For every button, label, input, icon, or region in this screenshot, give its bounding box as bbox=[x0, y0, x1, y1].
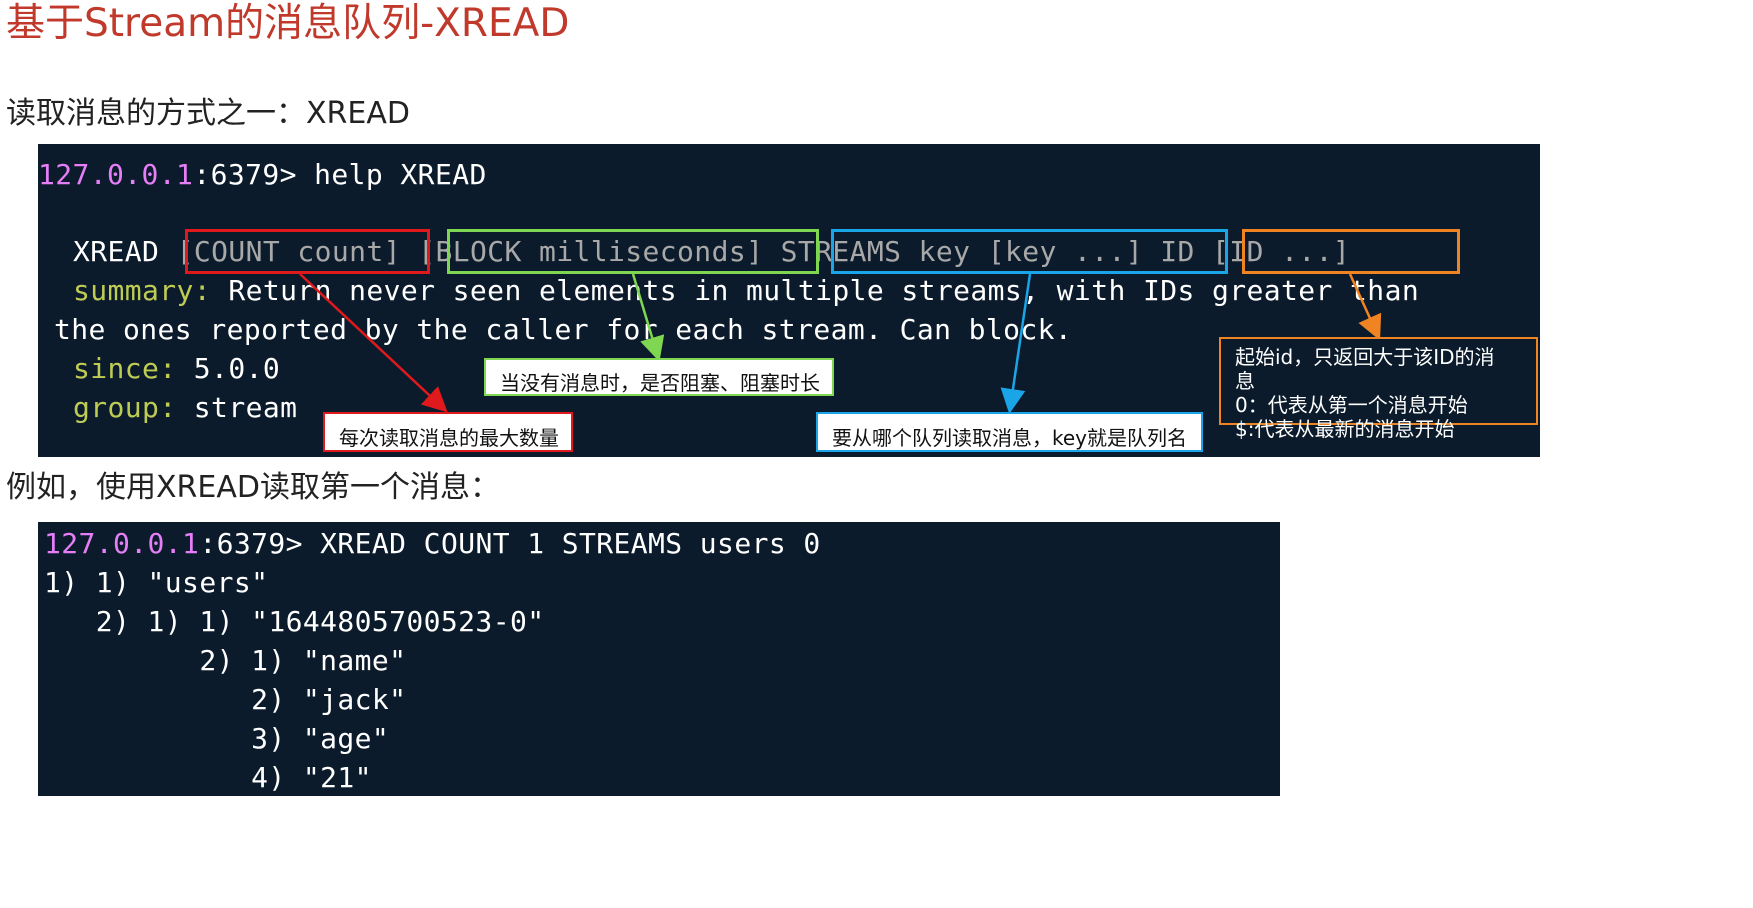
id-note-line-2: 息 bbox=[1235, 369, 1255, 393]
syntax-id: ID [ID ...] bbox=[1160, 235, 1351, 268]
example-terminal: 127.0.0.1:6379> XREAD COUNT 1 STREAMS us… bbox=[38, 522, 1280, 796]
streams-note: 要从哪个队列读取消息，key就是队列名 bbox=[816, 412, 1203, 452]
output-line: 1) 1) "users" bbox=[44, 566, 269, 599]
count-note: 每次读取消息的最大数量 bbox=[323, 412, 573, 452]
output-line: 2) "jack" bbox=[44, 683, 407, 716]
summary-line-2: the ones reported by the caller for each… bbox=[54, 313, 1073, 346]
syntax-streams: STREAMS key [key ...] bbox=[780, 235, 1144, 268]
streams-highlight-box bbox=[831, 229, 1228, 274]
output-line: 3) "age" bbox=[44, 722, 390, 755]
group-label: group: bbox=[73, 391, 177, 424]
section-heading-example: 例如，使用XREAD读取第一个消息： bbox=[6, 470, 500, 505]
id-arrow bbox=[1348, 273, 1382, 341]
id-note: 起始id，只返回大于该ID的消 息 0：代表从第一个消息开始 $:代表从最新的消… bbox=[1219, 337, 1538, 441]
syntax-cmd: XREAD bbox=[73, 235, 160, 268]
since-line: since: 5.0.0 bbox=[73, 350, 280, 388]
output-line: 2) 1) "name" bbox=[44, 644, 407, 677]
help-prompt-line: 127.0.0.1:6379> help XREAD bbox=[38, 156, 487, 194]
block-highlight-box bbox=[447, 229, 819, 274]
page-title: 基于Stream的消息队列-XREAD bbox=[6, 1, 570, 46]
id-note-line-3: 0：代表从第一个消息开始 bbox=[1235, 393, 1468, 417]
id-highlight-box bbox=[1242, 229, 1460, 274]
id-note-line-1: 起始id，只返回大于该ID的消 bbox=[1235, 345, 1495, 369]
syntax-count: [COUNT count] bbox=[176, 235, 401, 268]
summary-line: summary: Return never seen elements in m… bbox=[73, 272, 1419, 310]
since-label: since: bbox=[73, 352, 177, 385]
id-note-line-4: $:代表从最新的消息开始 bbox=[1235, 417, 1455, 441]
streams-arrow bbox=[1000, 273, 1032, 414]
prompt-port: :6379> bbox=[199, 527, 321, 560]
block-note: 当没有消息时，是否阻塞、阻塞时长 bbox=[484, 358, 834, 396]
count-highlight-box bbox=[185, 229, 430, 274]
help-command: help XREAD bbox=[314, 158, 487, 191]
prompt-ip: 127.0.0.1 bbox=[38, 158, 194, 191]
example-command: XREAD COUNT 1 STREAMS users 0 bbox=[320, 527, 821, 560]
prompt-ip: 127.0.0.1 bbox=[44, 527, 200, 560]
summary-text-1: Return never seen elements in multiple s… bbox=[211, 274, 1420, 307]
syntax-line: XREAD [COUNT count] [BLOCK milliseconds]… bbox=[73, 233, 1350, 271]
prompt-port: :6379> bbox=[193, 158, 315, 191]
group-line: group: stream bbox=[73, 389, 297, 427]
summary-label: summary: bbox=[73, 274, 212, 307]
output-line: 2) 1) 1) "1644805700523-0" bbox=[44, 605, 545, 638]
since-value: 5.0.0 bbox=[176, 352, 281, 385]
block-arrow bbox=[631, 273, 665, 362]
group-value: stream bbox=[176, 391, 298, 424]
example-prompt-line: 127.0.0.1:6379> XREAD COUNT 1 STREAMS us… bbox=[44, 525, 821, 563]
section-heading-xread: 读取消息的方式之一：XREAD bbox=[6, 96, 410, 131]
output-line: 4) "21" bbox=[44, 761, 372, 794]
syntax-block: [BLOCK milliseconds] bbox=[418, 235, 764, 268]
count-arrow bbox=[299, 273, 448, 413]
